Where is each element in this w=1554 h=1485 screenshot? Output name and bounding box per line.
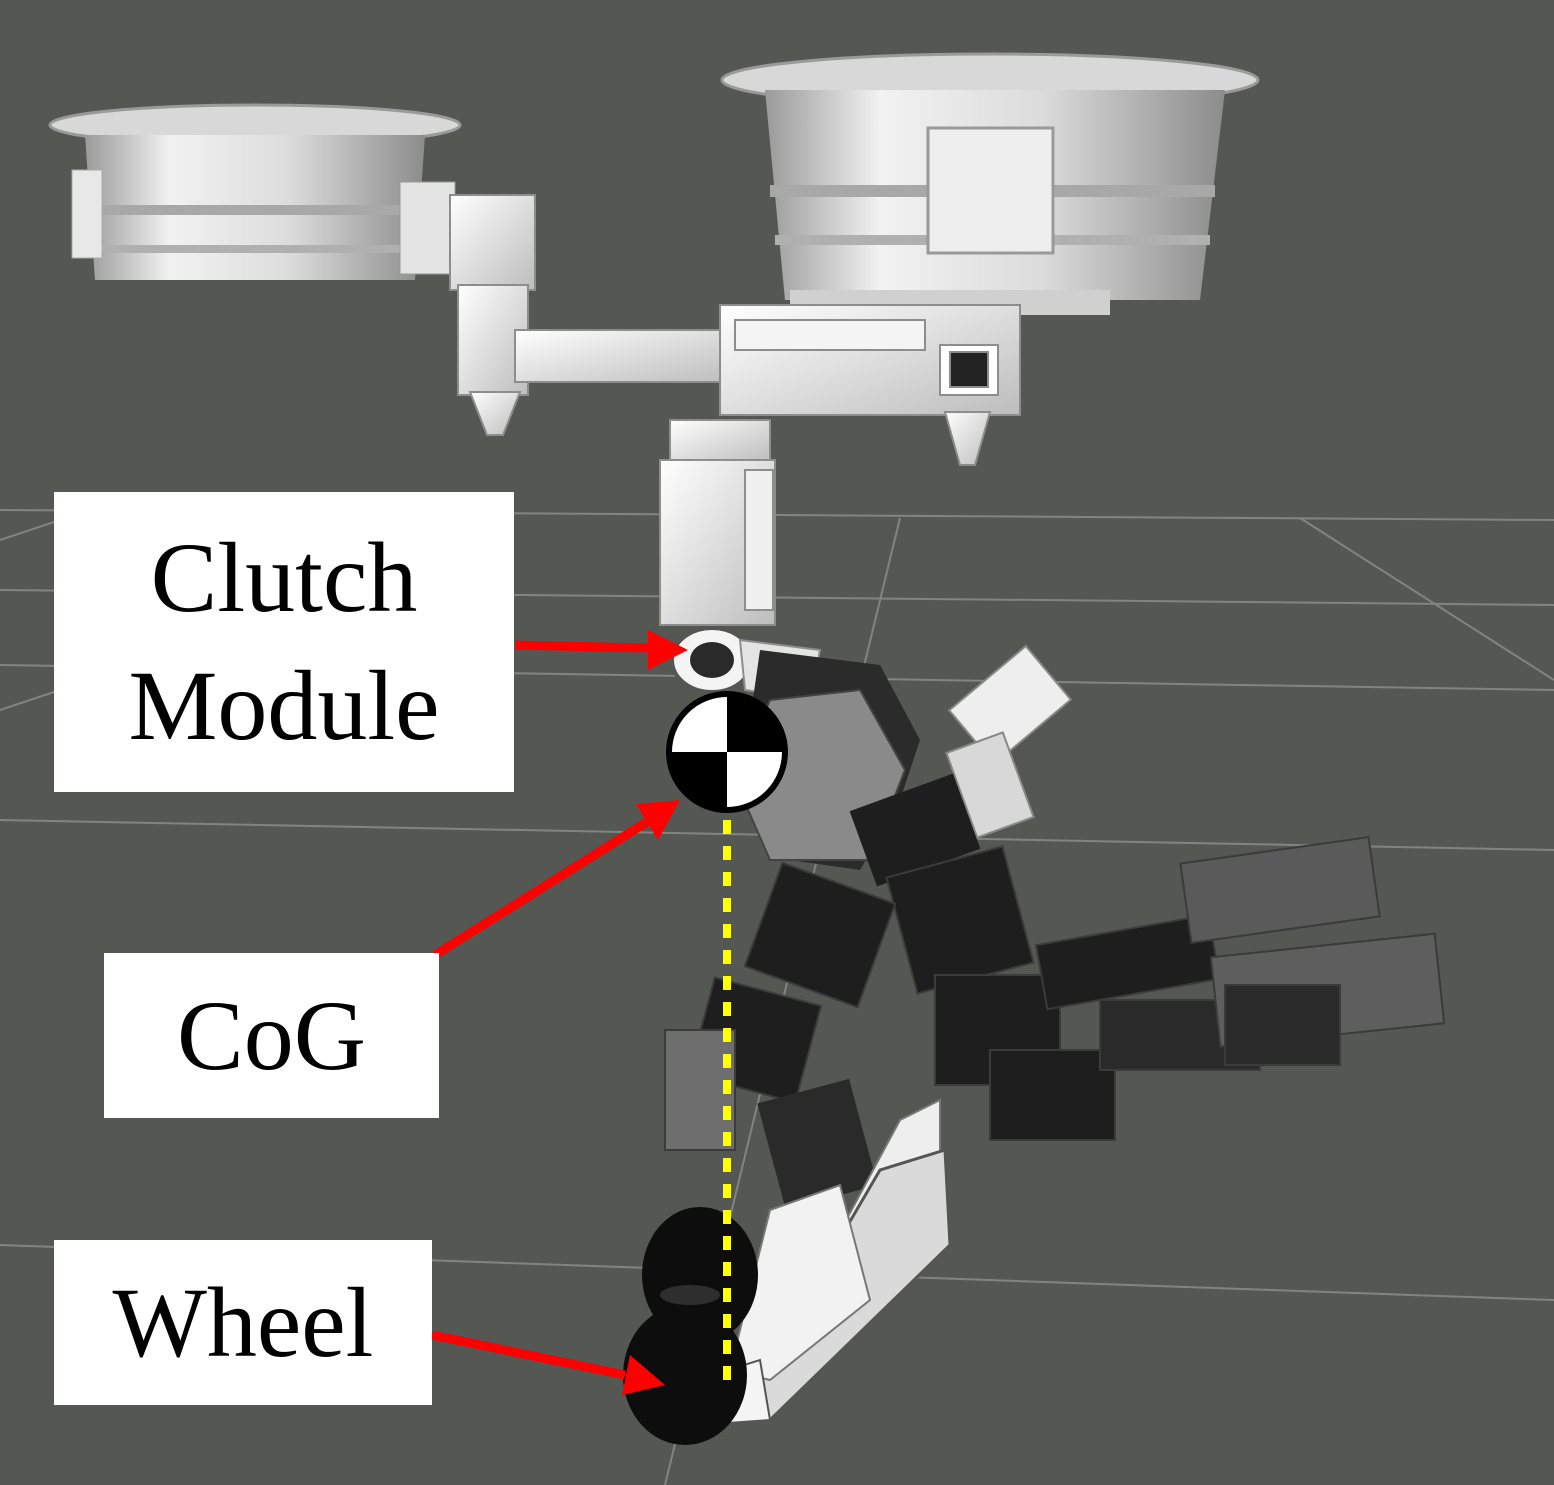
clutch-module-label: Clutch Module [54,492,514,792]
horizontal-arm [514,304,1021,466]
cog-label: CoG [104,953,439,1118]
left-propeller-drum [48,103,462,280]
neck-link [659,419,776,626]
clutch-label-line-2: Module [128,650,440,761]
clutch-label-line-1: Clutch [150,522,418,633]
wheel-arrow [431,1330,665,1395]
wheel-label-text: Wheel [112,1266,374,1378]
wheel-render [623,1207,758,1445]
foot-assembly [678,1078,952,1427]
left-servo-stack [449,194,536,436]
wheel-label: Wheel [54,1240,432,1405]
right-propeller-drum [720,52,1260,315]
cog-arrow [432,800,680,959]
robot-legs [664,836,1446,1151]
cog-label-text: CoG [177,979,366,1091]
upper-arm [849,644,1073,887]
clutch-arrow [514,630,688,670]
cog-marker-icon [666,691,788,813]
